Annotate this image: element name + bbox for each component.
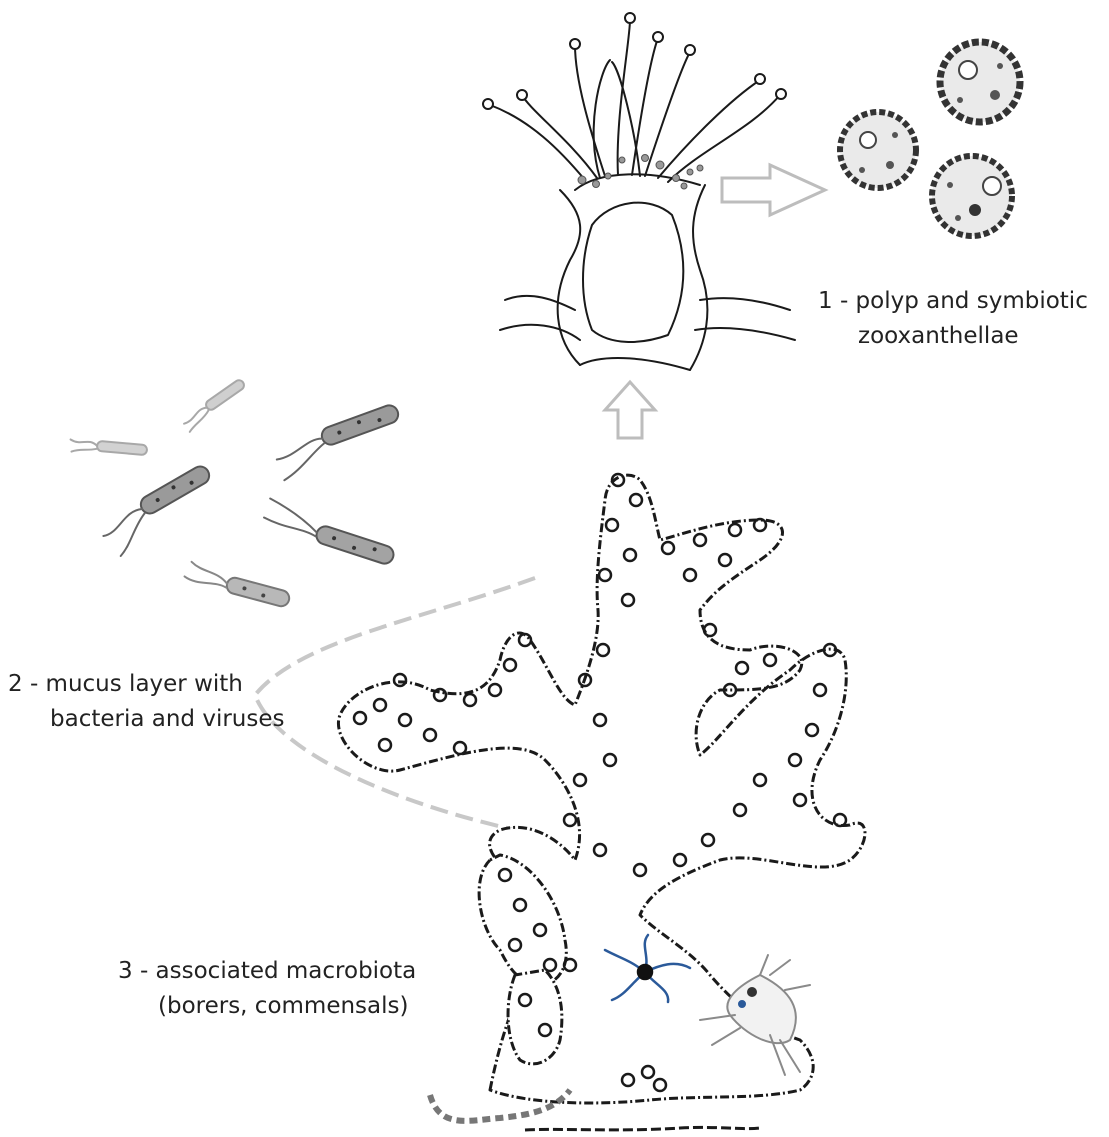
zooxanthellae-cells <box>840 42 1020 236</box>
zooxanthella-cell <box>840 112 916 188</box>
bacterium <box>183 561 292 608</box>
bacteria-group <box>70 378 407 608</box>
bacterium <box>97 463 223 558</box>
coral-base-line <box>525 1127 760 1130</box>
arrow-to-polyp <box>605 382 655 438</box>
label-macrobiota-line2: (borers, commensals) <box>158 990 408 1022</box>
zooxanthella-cell <box>932 156 1012 236</box>
label-macrobiota-line1: 3 - associated macrobiota <box>118 955 416 987</box>
label-polyp-line1: 1 - polyp and symbiotic <box>818 285 1088 317</box>
label-mucus-line1: 2 - mucus layer with <box>8 668 243 700</box>
bacterium <box>181 378 249 432</box>
zooxanthella-cell <box>940 42 1020 122</box>
bacterium <box>262 499 399 566</box>
bacterium <box>272 403 406 480</box>
arrow-to-zooxanthellae <box>722 165 825 215</box>
label-polyp-line2: zooxanthellae <box>858 320 1019 352</box>
bacterium <box>70 438 148 458</box>
label-mucus-line2: bacteria and viruses <box>50 703 285 735</box>
